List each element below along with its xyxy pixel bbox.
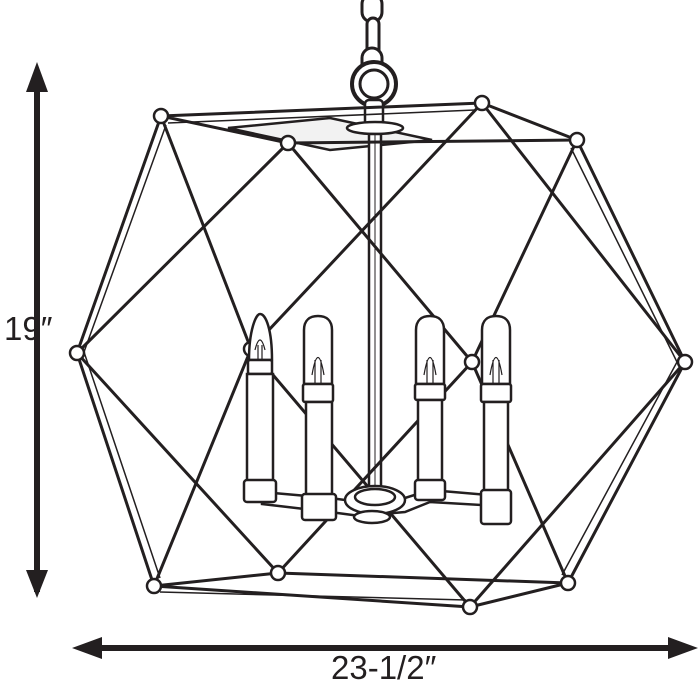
width-dimension-arrow xyxy=(72,637,698,659)
candle-light-3 xyxy=(413,314,447,502)
width-dimension-label: 23-1/2″ xyxy=(331,649,437,686)
cage-joints xyxy=(68,94,694,616)
candle-light-1 xyxy=(242,312,278,504)
candle-arms xyxy=(260,484,502,525)
candle-light-4 xyxy=(479,314,513,526)
height-dimension-arrow xyxy=(26,62,48,598)
candle-light-2 xyxy=(300,314,338,522)
height-dimension-label: 19″ xyxy=(4,310,53,347)
chain xyxy=(350,0,398,108)
